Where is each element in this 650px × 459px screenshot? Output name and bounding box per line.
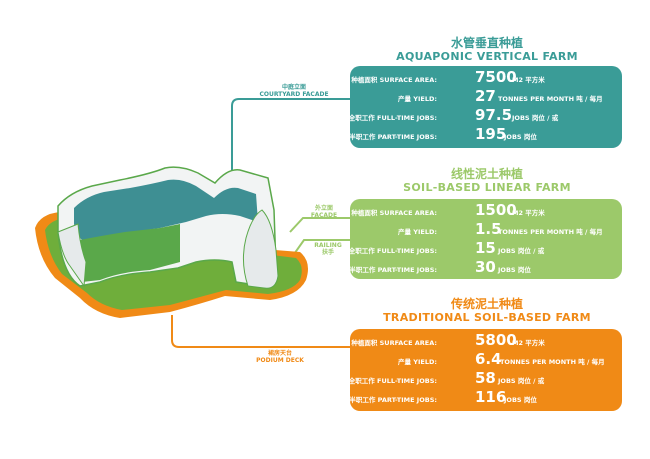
facade-tag: 外立面 FACADE xyxy=(304,205,344,220)
traditional-title-zh: 传统泥土种植 xyxy=(450,297,523,311)
row-value: 27 xyxy=(475,87,496,105)
row-unit: M2 平方米 xyxy=(512,76,545,84)
traditional-title-en: TRADITIONAL SOIL-BASED FARM xyxy=(383,311,591,324)
row-unit: TONNES PER MONTH 吨 / 每月 xyxy=(498,95,603,103)
aquaponic-row-fulltime: 全职工作 FULL-TIME JOBS: 97.5 JOBS 岗位 / 或 xyxy=(348,106,622,126)
row-value: 1.5 xyxy=(475,220,502,238)
courtyard-facade xyxy=(74,179,258,244)
courtyard-connector xyxy=(231,98,352,175)
linear-title-zh: 线性泥土种植 xyxy=(450,167,523,181)
podium-tag-en: PODIUM DECK xyxy=(256,356,304,364)
aquaponic-row-yield: 产量 YIELD: 27 TONNES PER MONTH 吨 / 每月 xyxy=(350,87,622,107)
row-value: 6.4 xyxy=(475,350,502,368)
outer-facade xyxy=(78,224,180,282)
row-label: 全职工作 FULL-TIME JOBS: xyxy=(348,114,437,122)
row-unit: JOBS 岗位 xyxy=(504,396,537,404)
curved-tower xyxy=(242,209,279,289)
courtyard-facade-tag: 中庭立面 COURTYARD FACADE xyxy=(250,84,338,99)
traditional-row-parttime: 半职工作 PART-TIME JOBS: 116 JOBS 岗位 xyxy=(349,388,622,408)
linear-row-area: 种植面积 SURFACE AREA: 1500 M2 平方米 xyxy=(350,201,622,221)
aquaponic-title: 水管垂直种植 AQUAPONIC VERTICAL FARM xyxy=(352,37,622,62)
traditional-row-fulltime: 全职工作 FULL-TIME JOBS: 58 JOBS 岗位 / 或 xyxy=(348,369,622,389)
row-value: 97.5 xyxy=(475,106,513,124)
podium-connector xyxy=(171,315,352,348)
aquaponic-panel: 种植面积 SURFACE AREA: 7500 M2 平方米 产量 YIELD:… xyxy=(348,66,622,148)
facade-tag-en: FACADE xyxy=(310,211,338,219)
railing-tag: RAILING 扶手 xyxy=(310,242,346,257)
row-value: 116 xyxy=(475,388,507,406)
aquaponic-title-zh: 水管垂直种植 xyxy=(450,36,523,50)
row-label: 半职工作 PART-TIME JOBS: xyxy=(349,396,437,404)
facade-connector xyxy=(289,217,352,233)
row-label: 产量 YIELD: xyxy=(398,228,437,236)
linear-panel: 种植面积 SURFACE AREA: 1500 M2 平方米 产量 YIELD:… xyxy=(348,199,622,279)
podium-tag-zh: 裙房天台 xyxy=(267,350,292,357)
railing-tag-en: RAILING xyxy=(314,242,342,249)
row-value: 5800 xyxy=(475,331,517,349)
row-unit: TONNES PER MONTH 吨 / 每月 xyxy=(498,228,603,236)
row-value: 30 xyxy=(475,258,496,276)
row-unit: JOBS 岗位 / 或 xyxy=(498,247,545,255)
left-tower xyxy=(57,223,87,288)
row-label: 全职工作 FULL-TIME JOBS: xyxy=(348,247,437,255)
courtyard-tag-zh: 中庭立面 xyxy=(281,84,306,91)
row-label: 种植面积 SURFACE AREA: xyxy=(351,76,437,84)
facade-tag-zh: 外立面 xyxy=(314,205,333,212)
row-value: 1500 xyxy=(475,201,517,219)
linear-row-fulltime: 全职工作 FULL-TIME JOBS: 15 JOBS 岗位 / 或 xyxy=(348,239,622,259)
row-label: 全职工作 FULL-TIME JOBS: xyxy=(348,377,437,385)
row-unit: JOBS 岗位 / 或 xyxy=(498,377,545,385)
row-label: 半职工作 PART-TIME JOBS: xyxy=(349,266,437,274)
aquaponic-row-parttime: 半职工作 PART-TIME JOBS: 195 JOBS 岗位 xyxy=(349,125,622,145)
row-value: 195 xyxy=(475,125,507,143)
row-unit: M2 平方米 xyxy=(512,209,545,217)
row-label: 种植面积 SURFACE AREA: xyxy=(351,209,437,217)
row-label: 半职工作 PART-TIME JOBS: xyxy=(349,133,437,141)
linear-title-en: SOIL-BASED LINEAR FARM xyxy=(403,181,571,194)
row-unit: JOBS 岗位 xyxy=(504,133,537,141)
row-label: 产量 YIELD: xyxy=(398,95,437,103)
row-value: 7500 xyxy=(475,68,517,86)
row-value: 15 xyxy=(475,239,496,257)
row-value: 58 xyxy=(475,369,496,387)
traditional-title: 传统泥土种植 TRADITIONAL SOIL-BASED FARM xyxy=(352,298,622,323)
linear-row-yield: 产量 YIELD: 1.5 TONNES PER MONTH 吨 / 每月 xyxy=(350,220,622,240)
row-unit: TONNES PER MONTH 吨 / 每月 xyxy=(500,358,605,366)
podium-deck-tag: 裙房天台 PODIUM DECK xyxy=(240,350,320,365)
traditional-panel: 种植面积 SURFACE AREA: 5800 M2 平方米 产量 YIELD:… xyxy=(348,329,622,411)
aquaponic-row-area: 种植面积 SURFACE AREA: 7500 M2 平方米 xyxy=(350,68,622,88)
row-unit: JOBS 岗位 xyxy=(498,266,531,274)
row-label: 种植面积 SURFACE AREA: xyxy=(351,339,437,347)
railing-tag-zh: 扶手 xyxy=(321,248,334,256)
row-unit: M2 平方米 xyxy=(512,339,545,347)
row-label: 产量 YIELD: xyxy=(398,358,437,366)
courtyard-tag-en: COURTYARD FACADE xyxy=(259,90,329,98)
traditional-row-area: 种植面积 SURFACE AREA: 5800 M2 平方米 xyxy=(350,331,622,351)
linear-row-parttime: 半职工作 PART-TIME JOBS: 30 JOBS 岗位 xyxy=(349,258,622,278)
traditional-row-yield: 产量 YIELD: 6.4 TONNES PER MONTH 吨 / 每月 xyxy=(350,350,622,370)
row-unit: JOBS 岗位 / 或 xyxy=(512,114,559,122)
aquaponic-title-en: AQUAPONIC VERTICAL FARM xyxy=(396,50,578,63)
linear-title: 线性泥土种植 SOIL-BASED LINEAR FARM xyxy=(352,168,622,193)
